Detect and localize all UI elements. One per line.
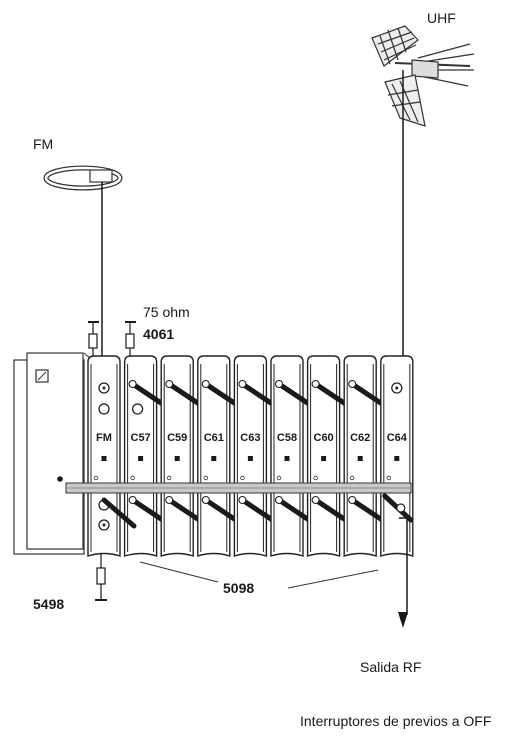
module-label: C60 xyxy=(314,432,334,444)
fm-antenna-icon xyxy=(43,165,123,191)
footnote-label: Interruptores de previos a OFF xyxy=(300,713,492,729)
module-label: C57 xyxy=(131,432,151,444)
bracket-5098 xyxy=(139,561,219,583)
part-5098-label: 5098 xyxy=(223,580,255,596)
module-label: C64 xyxy=(387,432,408,444)
uhf-label: UHF xyxy=(427,10,456,26)
bus-bar xyxy=(65,482,412,494)
module-c57: C57 xyxy=(123,355,178,557)
part-4061-label: 4061 xyxy=(143,326,175,342)
module-c61: C61 xyxy=(197,355,251,557)
uhf-antenna-icon xyxy=(371,25,475,127)
output-arrow-icon xyxy=(398,612,408,628)
power-supply-5498 xyxy=(13,352,91,555)
amplifier-modules: FM C57 C59 C61 C63 C58 C60 C62 C64 xyxy=(87,355,414,557)
rf-output-cable xyxy=(399,517,408,615)
module-label: C63 xyxy=(240,432,260,444)
module-label: C61 xyxy=(204,432,224,444)
fm-label: FM xyxy=(33,136,54,152)
module-label: C59 xyxy=(167,432,187,444)
module-c63: C63 xyxy=(233,355,287,557)
module-label: C62 xyxy=(350,432,370,444)
module-c59: C59 xyxy=(160,355,214,557)
ohm-label: 75 ohm xyxy=(143,304,190,320)
module-label: C58 xyxy=(277,432,297,444)
output-label: Salida RF xyxy=(360,659,422,675)
module-fm: FM xyxy=(87,355,121,557)
jumper xyxy=(101,497,137,529)
module-c64: C64 xyxy=(380,355,414,557)
module-label: FM xyxy=(96,432,112,444)
module-c62: C62 xyxy=(343,355,397,557)
part-5498-label: 5498 xyxy=(33,596,65,612)
